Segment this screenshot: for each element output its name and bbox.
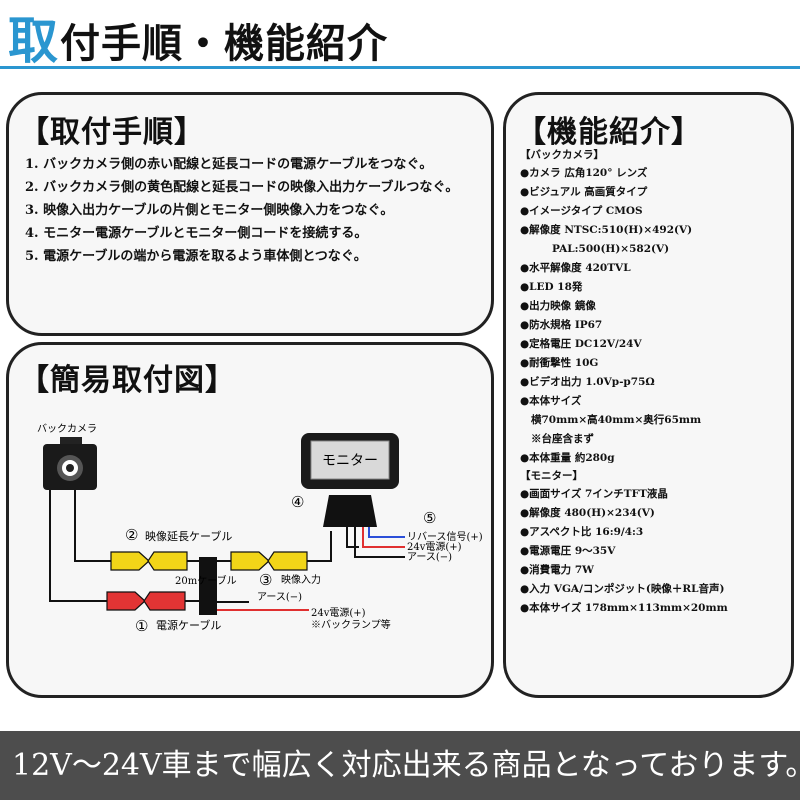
title-first-char: 取 [8, 11, 58, 70]
title-underline [0, 66, 800, 69]
spec-item: ●イメージタイプ CMOS [520, 205, 643, 217]
spec-item: ●定格電圧 DC12V/24V [520, 338, 642, 350]
video-input-label: 映像入力 [281, 573, 321, 586]
reverse-signal-label: リバース信号(+) [407, 531, 483, 543]
spec-item: ●入力 VGA/コンポジット(映像＋RL音声) [520, 583, 725, 595]
monitor-label: モニター [322, 453, 378, 469]
red-plug [106, 591, 146, 611]
step-item: 4. モニター電源ケーブルとモニター側コードを接続する。 [25, 226, 368, 241]
spec-item: ●アスペクト比 16:9/4:3 [520, 526, 644, 538]
cable-20m-label: 20mケーブル [175, 574, 237, 587]
num-5: ⑤ [423, 509, 436, 527]
spec-item: ●本体サイズ [520, 395, 582, 407]
spec-item: ●ビデオ出力 1.0Vp-p75Ω [520, 376, 655, 388]
spec-item: ●ビジュアル 高画質タイプ [520, 186, 648, 198]
wiring-diagram-panel: 【簡易取付図】 バックカメラ モニター [6, 342, 494, 698]
num-3: ③ [259, 571, 272, 589]
video-ext-cable-label: 映像延長ケーブル [145, 529, 232, 543]
spec-item: ●解像度 480(H)×234(V) [520, 507, 655, 519]
spec-item: 横70mm×高40mm×奥行65mm [531, 414, 702, 426]
junction-block [199, 557, 217, 615]
spec-section-heading: 【モニター】 [520, 470, 583, 482]
earth-label-2: アース(−) [407, 552, 452, 563]
step-item: 2. バックカメラ側の黄色配線と延長コードの映像入出力ケーブルつなぐ。 [25, 180, 459, 195]
earth-label-1: アース(−) [257, 592, 302, 603]
backlamp-note: ※バックランプ等 [311, 618, 391, 631]
yellow-plug [147, 551, 188, 571]
power-24v-label-1: 24v電源(+) [311, 606, 366, 619]
spec-item: ●電源電圧 9～35V [520, 545, 616, 557]
spec-item: ●防水規格 IP67 [520, 319, 603, 331]
spec-item: ●LED 18発 [520, 281, 583, 293]
power-24v-label-2: 24v電源(+) [407, 540, 462, 553]
spec-item: ※台座含まず [531, 433, 594, 445]
yellow-plug [110, 551, 150, 571]
yellow-plug [230, 551, 270, 571]
spec-item: ●カメラ 広角120° レンズ [520, 167, 648, 179]
footer-banner: 12V～24V車まで幅広く対応出来る商品となっております。 [0, 731, 800, 800]
camera-mount [60, 437, 82, 446]
num-4: ④ [291, 493, 304, 511]
spec-item: ●耐衝撃性 10G [520, 357, 599, 369]
spec-item: ●本体サイズ 178mm×113mm×20mm [520, 602, 728, 614]
spec-item: ●本体重量 約280g [520, 452, 615, 464]
spec-item: PAL:500(H)×582(V) [552, 243, 670, 255]
monitor-stand [323, 495, 377, 527]
specs-heading: 【機能紹介】 [516, 115, 702, 150]
specs-panel: 【機能紹介】 【バックカメラ】 ●カメラ 広角120° レンズ ●ビジュアル 高画質… [503, 92, 794, 698]
specs-list: 【バックカメラ】 ●カメラ 広角120° レンズ ●ビジュアル 高画質タイプ ●イメー… [520, 147, 728, 618]
yellow-plug [267, 551, 308, 571]
num-2: ② [125, 526, 138, 544]
install-steps-panel: 【取付手順】 1. バックカメラ側の赤い配線と延長コードの電源ケーブルをつなぐ。… [6, 92, 494, 336]
step-item: 5. 電源ケーブルの端から電源を取るよう車体側とつなぐ。 [25, 249, 367, 264]
spec-item: ●出力映像 鏡像 [520, 300, 596, 312]
monitor-video-wire [307, 531, 332, 562]
spec-item: ●解像度 NTSC:510(H)×492(V) [520, 224, 693, 236]
spec-item: ●画面サイズ 7インチTFT液晶 [520, 488, 668, 500]
spec-item: ●水平解像度 420TVL [520, 262, 631, 274]
camera-power-wire [49, 490, 107, 602]
camera-video-wire [74, 490, 111, 562]
install-steps-list: 1. バックカメラ側の赤い配線と延長コードの電源ケーブルをつなぐ。 2. バック… [25, 153, 458, 268]
red-plug [143, 591, 186, 611]
num-1: ① [135, 617, 148, 635]
wiring-diagram: バックカメラ モニター ② 映像延長ケーブル [37, 423, 483, 635]
install-steps-heading: 【取付手順】 [19, 115, 205, 150]
spec-section-heading: 【バックカメラ】 [520, 149, 604, 161]
spec-item: ●消費電力 7W [520, 564, 594, 576]
page-title: 取 付手順・機能紹介 [8, 6, 388, 68]
power-cable-label: 電源ケーブル [156, 618, 221, 632]
step-item: 1. バックカメラ側の赤い配線と延長コードの電源ケーブルをつなぐ。 [25, 157, 433, 172]
title-rest: 付手順・機能紹介 [60, 20, 388, 67]
footer-text: 12V～24V車まで幅広く対応出来る商品となっております。 [12, 748, 800, 783]
wiring-diagram-heading: 【簡易取付図】 [19, 363, 236, 398]
camera-label: バックカメラ [37, 423, 97, 435]
step-item: 3. 映像入出力ケーブルの片側とモニター側映像入力をつなぐ。 [25, 203, 394, 218]
